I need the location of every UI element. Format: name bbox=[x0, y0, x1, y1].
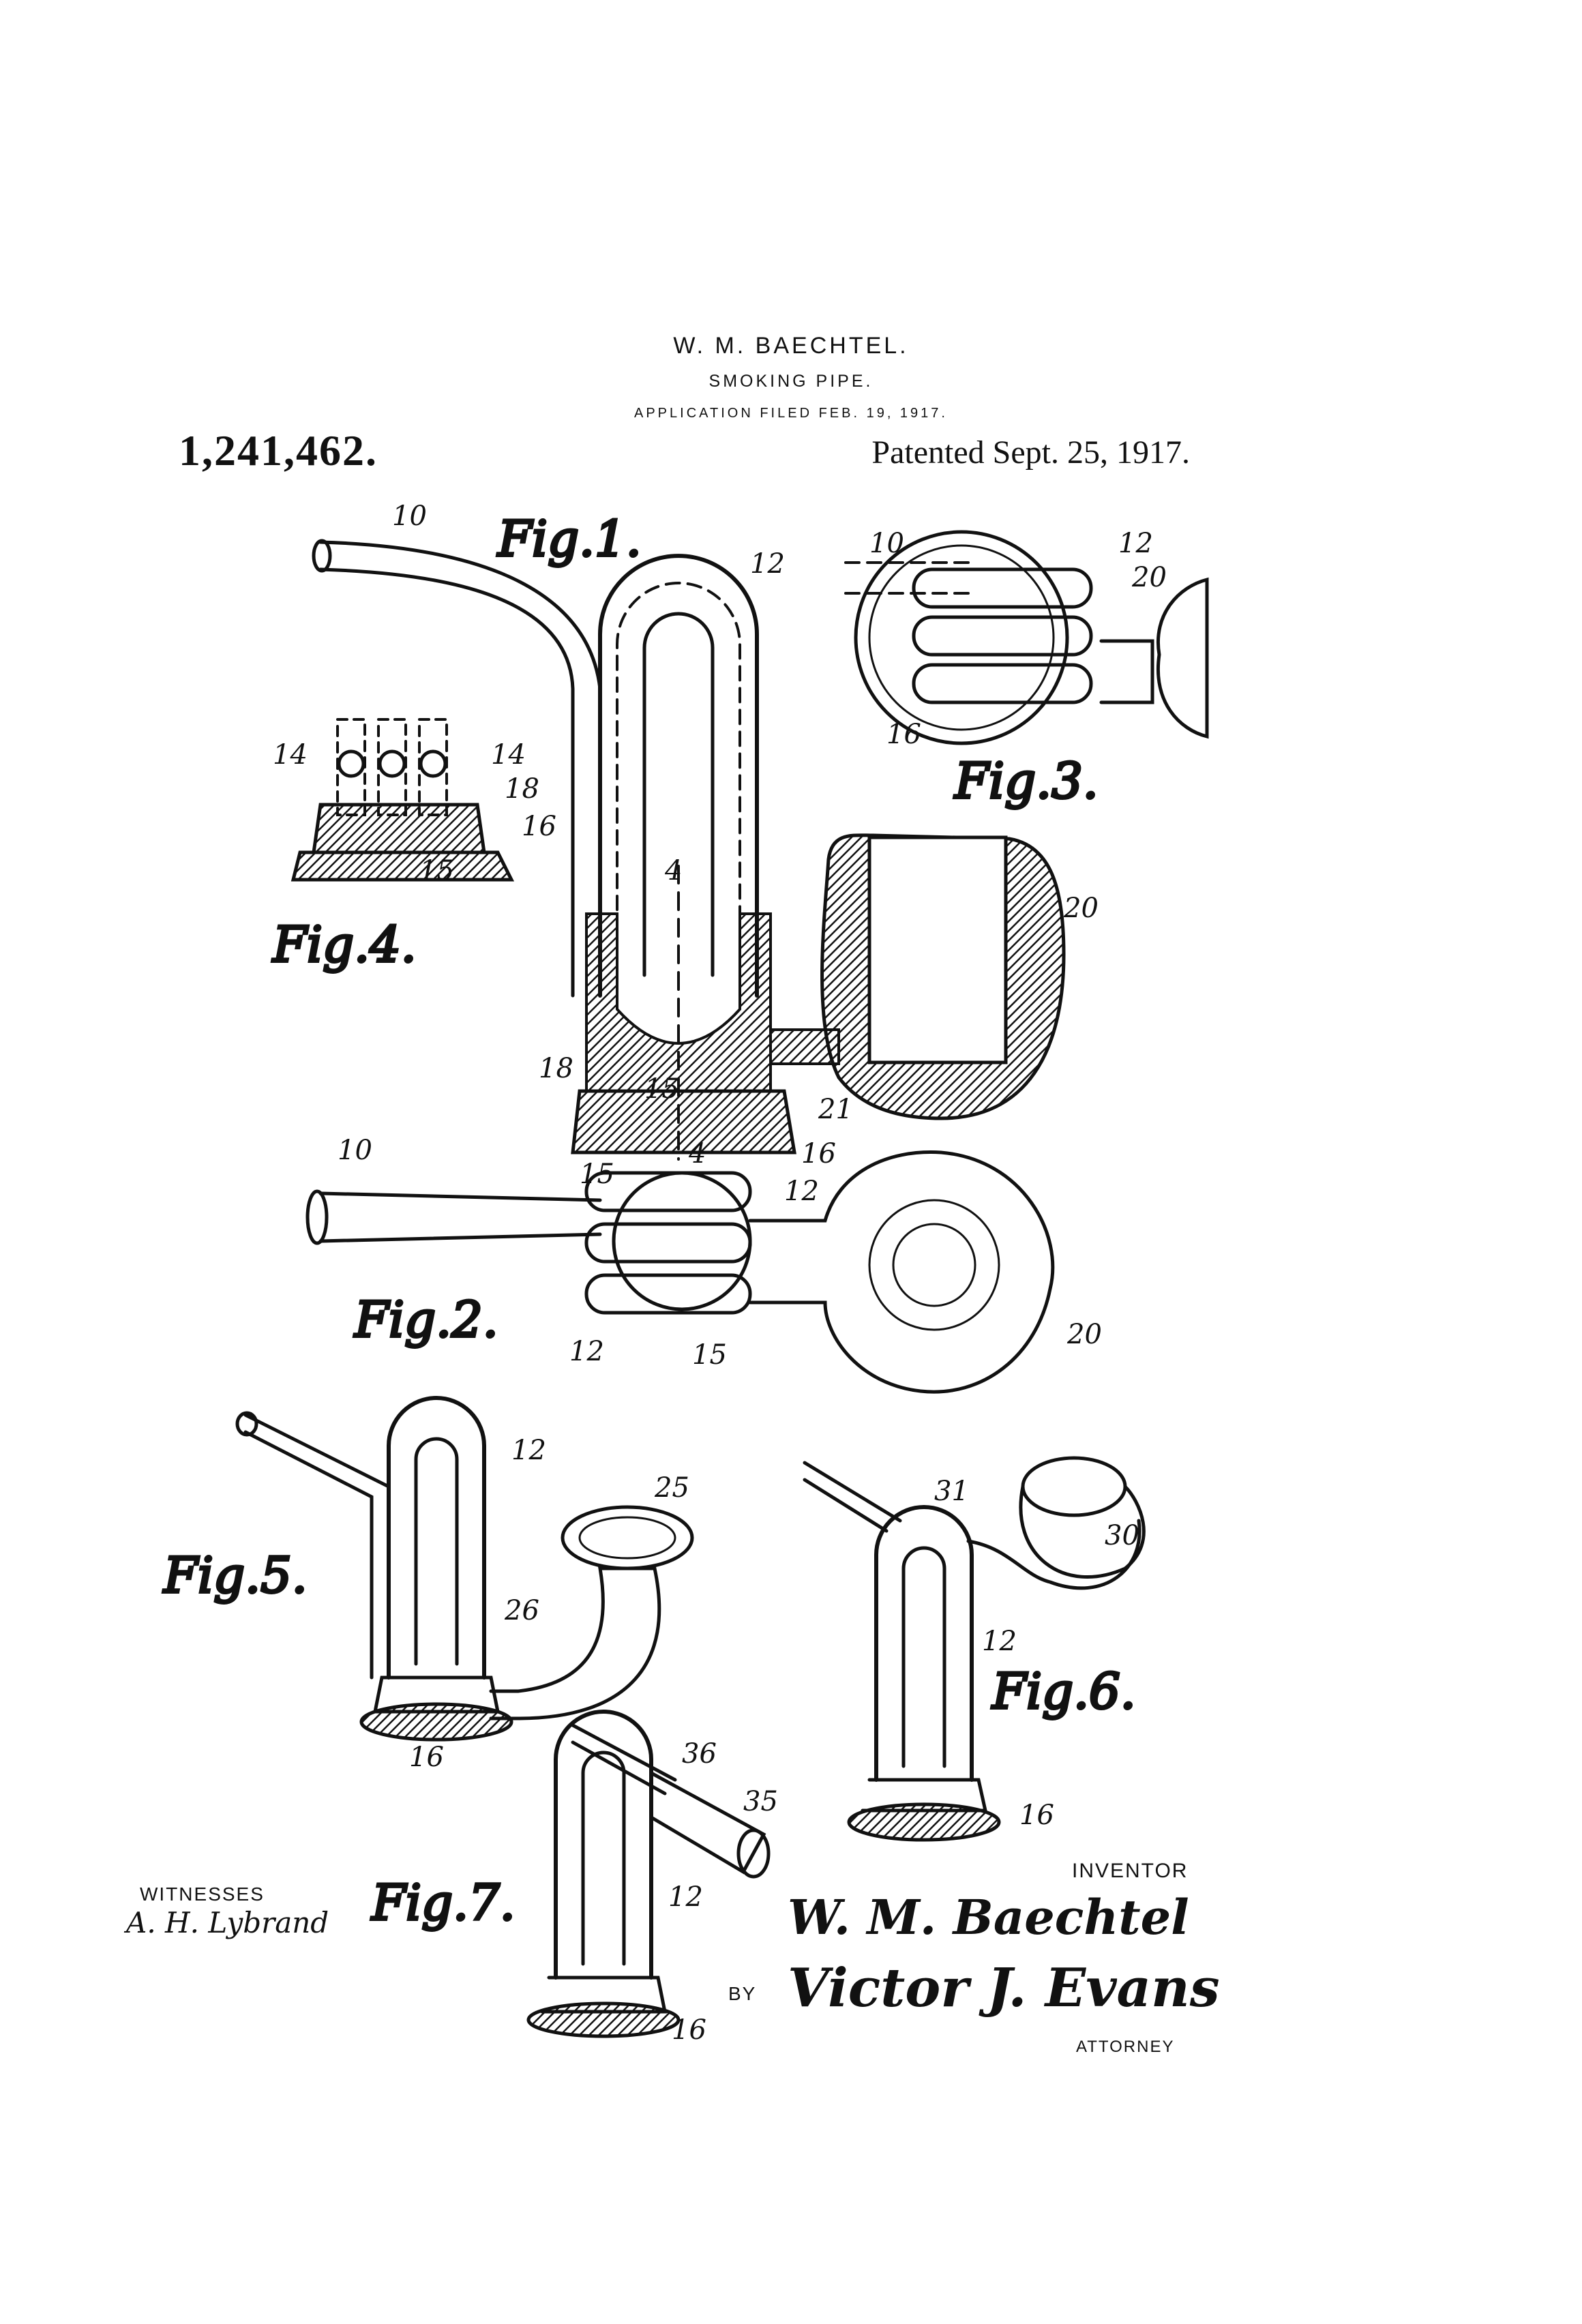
ref-num-12-fig6: 12 bbox=[982, 1626, 1017, 1657]
fig2-label: Fig.2. bbox=[353, 1291, 498, 1348]
witness-signature: A. H. Lybrand bbox=[126, 1906, 329, 1939]
ref-num-21: 21 bbox=[818, 1094, 853, 1125]
ref-num-15-fig2-bottom: 15 bbox=[692, 1339, 727, 1371]
ref-num-16-fig4: 16 bbox=[522, 811, 556, 842]
ref-num-18-fig1: 18 bbox=[539, 1053, 573, 1084]
ref-num-20-fig3: 20 bbox=[1131, 562, 1167, 593]
ref-num-16-fig6: 16 bbox=[1019, 1800, 1054, 1831]
ref-num-31: 31 bbox=[934, 1476, 969, 1507]
ref-num-20-fig2: 20 bbox=[1066, 1319, 1102, 1350]
ref-num-16-fig5: 16 bbox=[409, 1742, 444, 1773]
ref-num-15-fig1: 15 bbox=[644, 1073, 679, 1105]
fig1-label: Fig.1. bbox=[496, 510, 642, 567]
ref-num-12-fig2-bottom: 12 bbox=[569, 1336, 604, 1367]
ref-num-15-fig4: 15 bbox=[419, 855, 454, 887]
ref-num-26: 26 bbox=[504, 1595, 539, 1626]
ref-num-16-fig3: 16 bbox=[886, 719, 921, 750]
fig7-label: Fig.7. bbox=[370, 1874, 516, 1931]
fig6-drawing bbox=[805, 1458, 1144, 1840]
ref-num-10-fig1: 10 bbox=[392, 501, 427, 532]
ref-num-12-fig3: 12 bbox=[1118, 528, 1153, 559]
ref-num-16-fig1: 16 bbox=[801, 1138, 836, 1170]
ref-num-12-fig7: 12 bbox=[668, 1881, 703, 1913]
fig6-label: Fig.6. bbox=[991, 1663, 1136, 1720]
ref-num-16-fig7: 16 bbox=[672, 2014, 706, 2046]
attorney-label: ATTORNEY bbox=[1076, 2038, 1174, 2057]
fig5-label: Fig.5. bbox=[162, 1547, 308, 1604]
ref-num-12-fig1: 12 bbox=[750, 548, 785, 580]
ref-num-14-left: 14 bbox=[273, 739, 308, 771]
ref-num-30: 30 bbox=[1105, 1520, 1139, 1551]
ref-num-10-fig3: 10 bbox=[869, 528, 904, 559]
ref-num-10-fig2: 10 bbox=[338, 1135, 372, 1166]
ref-num-12-fig5: 12 bbox=[511, 1435, 546, 1466]
ref-num-14-right: 14 bbox=[491, 739, 526, 771]
by-label: BY bbox=[728, 1983, 756, 2005]
ref-num-35: 35 bbox=[743, 1786, 778, 1817]
ref-num-12-fig2-top: 12 bbox=[784, 1176, 819, 1207]
attorney-signature: Victor J. Evans bbox=[788, 1957, 1220, 2019]
ref-num-36: 36 bbox=[682, 1738, 717, 1770]
ref-num-25: 25 bbox=[654, 1472, 689, 1504]
fig3-label: Fig.3. bbox=[953, 752, 1099, 809]
fig2-drawing bbox=[308, 1152, 1053, 1392]
fig4-label: Fig.4. bbox=[271, 916, 417, 973]
fig4-drawing bbox=[293, 719, 511, 880]
ref-num-20-fig1: 20 bbox=[1063, 893, 1099, 924]
inventor-signature: W. M. Baechtel bbox=[788, 1889, 1189, 1946]
ref-num-4-top: 4 bbox=[664, 855, 682, 887]
ref-num-15-fig2-top: 15 bbox=[580, 1159, 614, 1190]
inventor-label: INVENTOR bbox=[1072, 1860, 1188, 1883]
witnesses-label: WITNESSES bbox=[140, 1883, 265, 1905]
ref-num-4-bottom: 4 bbox=[688, 1138, 706, 1170]
ref-num-18-fig4: 18 bbox=[505, 773, 539, 805]
